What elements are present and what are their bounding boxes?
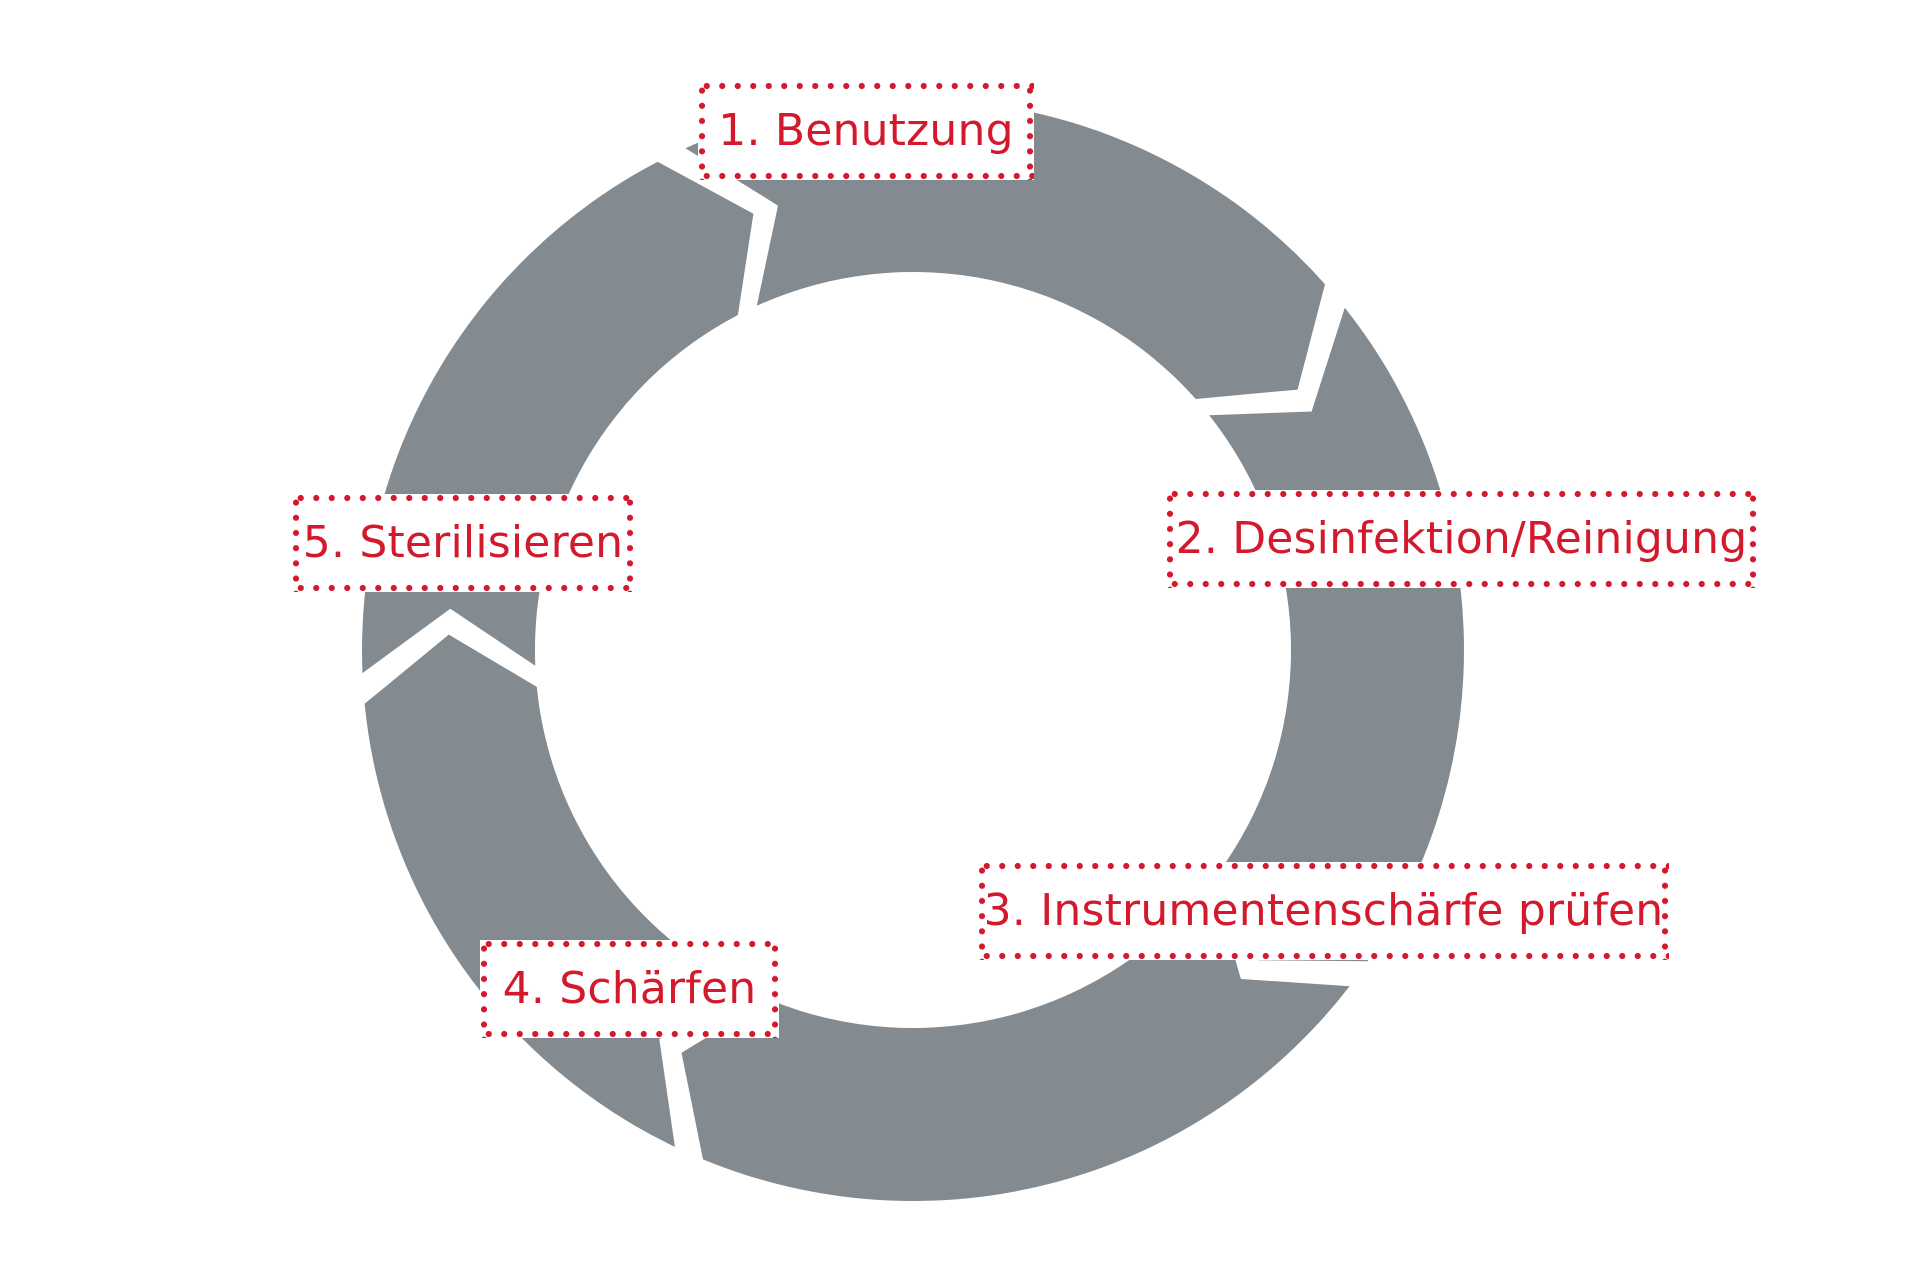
step-label-desinfektion-reinigung: 2. Desinfektion/Reinigung <box>1166 490 1757 588</box>
step-label-sterilisieren: 5. Sterilisieren <box>292 494 634 592</box>
ring-segment-desinfektion <box>1209 307 1464 962</box>
ring-segment-sterilisieren <box>362 161 754 674</box>
step-label-instrumentenschaerfe-pruefen: 3. Instrumentenschärfe prüfen <box>978 862 1669 960</box>
ring-segment-pruefen <box>681 880 1350 1202</box>
step-label-benutzung: 1. Benutzung <box>698 82 1034 180</box>
step-label-schaerfen: 4. Schärfen <box>480 940 779 1038</box>
